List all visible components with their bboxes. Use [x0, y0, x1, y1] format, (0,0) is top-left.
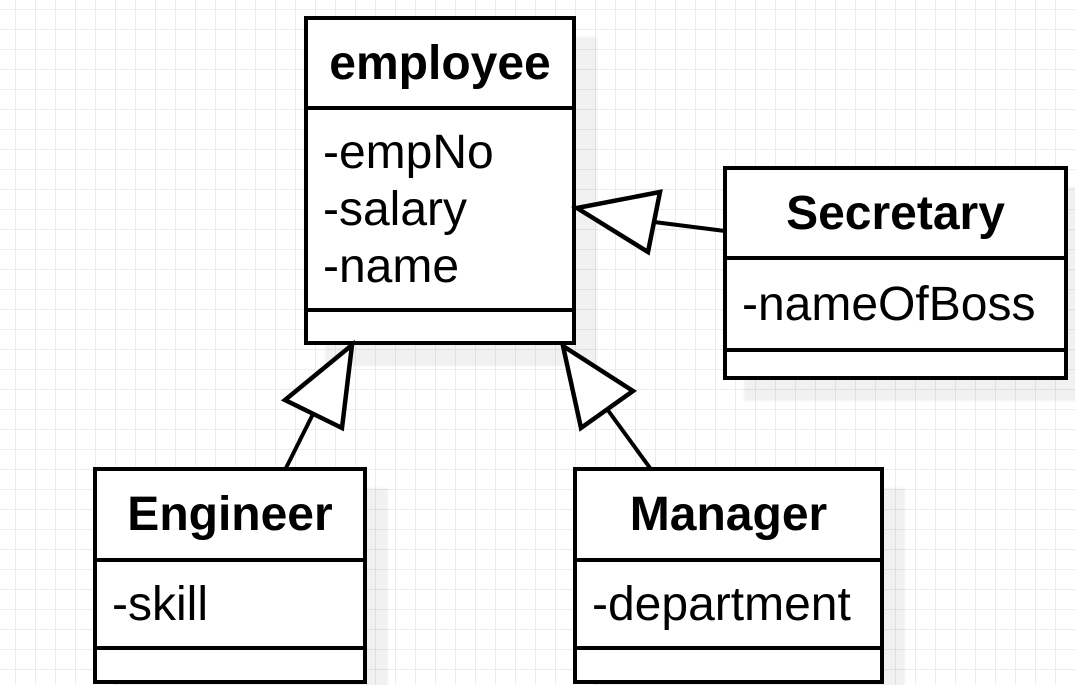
class-manager-title: Manager — [629, 488, 828, 541]
generalization-manager-to-employee[interactable] — [559, 341, 652, 470]
class-employee-methods-empty — [308, 308, 572, 341]
generalization-secretary-to-employee[interactable] — [570, 189, 726, 256]
class-secretary-title: Secretary — [786, 186, 1005, 240]
connector-line — [605, 407, 652, 470]
class-engineer-methods-empty — [97, 646, 363, 680]
class-secretary-methods-empty — [727, 348, 1064, 376]
attribute-empNo: -empNo — [323, 125, 494, 179]
hollow-triangle-arrowhead — [559, 341, 638, 432]
class-secretary[interactable]: Secretary -nameOfBoss — [723, 166, 1068, 380]
generalization-engineer-to-employee[interactable] — [280, 339, 355, 469]
class-engineer-attributes: -skill — [97, 558, 363, 646]
attribute-salary: -salary — [323, 182, 468, 236]
class-manager[interactable]: Manager -department — [573, 467, 884, 684]
attribute-department: -department — [592, 577, 851, 631]
attribute-nameOfBoss: -nameOfBoss — [742, 277, 1036, 331]
hollow-triangle-arrowhead — [280, 339, 355, 432]
class-employee[interactable]: employee -empNo -salary -name — [304, 16, 576, 345]
class-employee-title: employee — [329, 36, 551, 90]
class-engineer[interactable]: Engineer -skill — [93, 467, 367, 684]
hollow-triangle-arrowhead — [570, 189, 663, 256]
connector-line — [284, 413, 315, 469]
attribute-name: -name — [323, 239, 460, 293]
connector-line — [653, 220, 726, 233]
class-employee-attributes: -empNo -salary -name — [308, 106, 572, 308]
class-secretary-attributes: -nameOfBoss — [727, 256, 1064, 348]
class-manager-attributes: -department — [577, 558, 880, 646]
class-manager-methods-empty — [577, 646, 880, 680]
attribute-skill: -skill — [112, 577, 208, 631]
class-engineer-title: Engineer — [127, 488, 333, 541]
